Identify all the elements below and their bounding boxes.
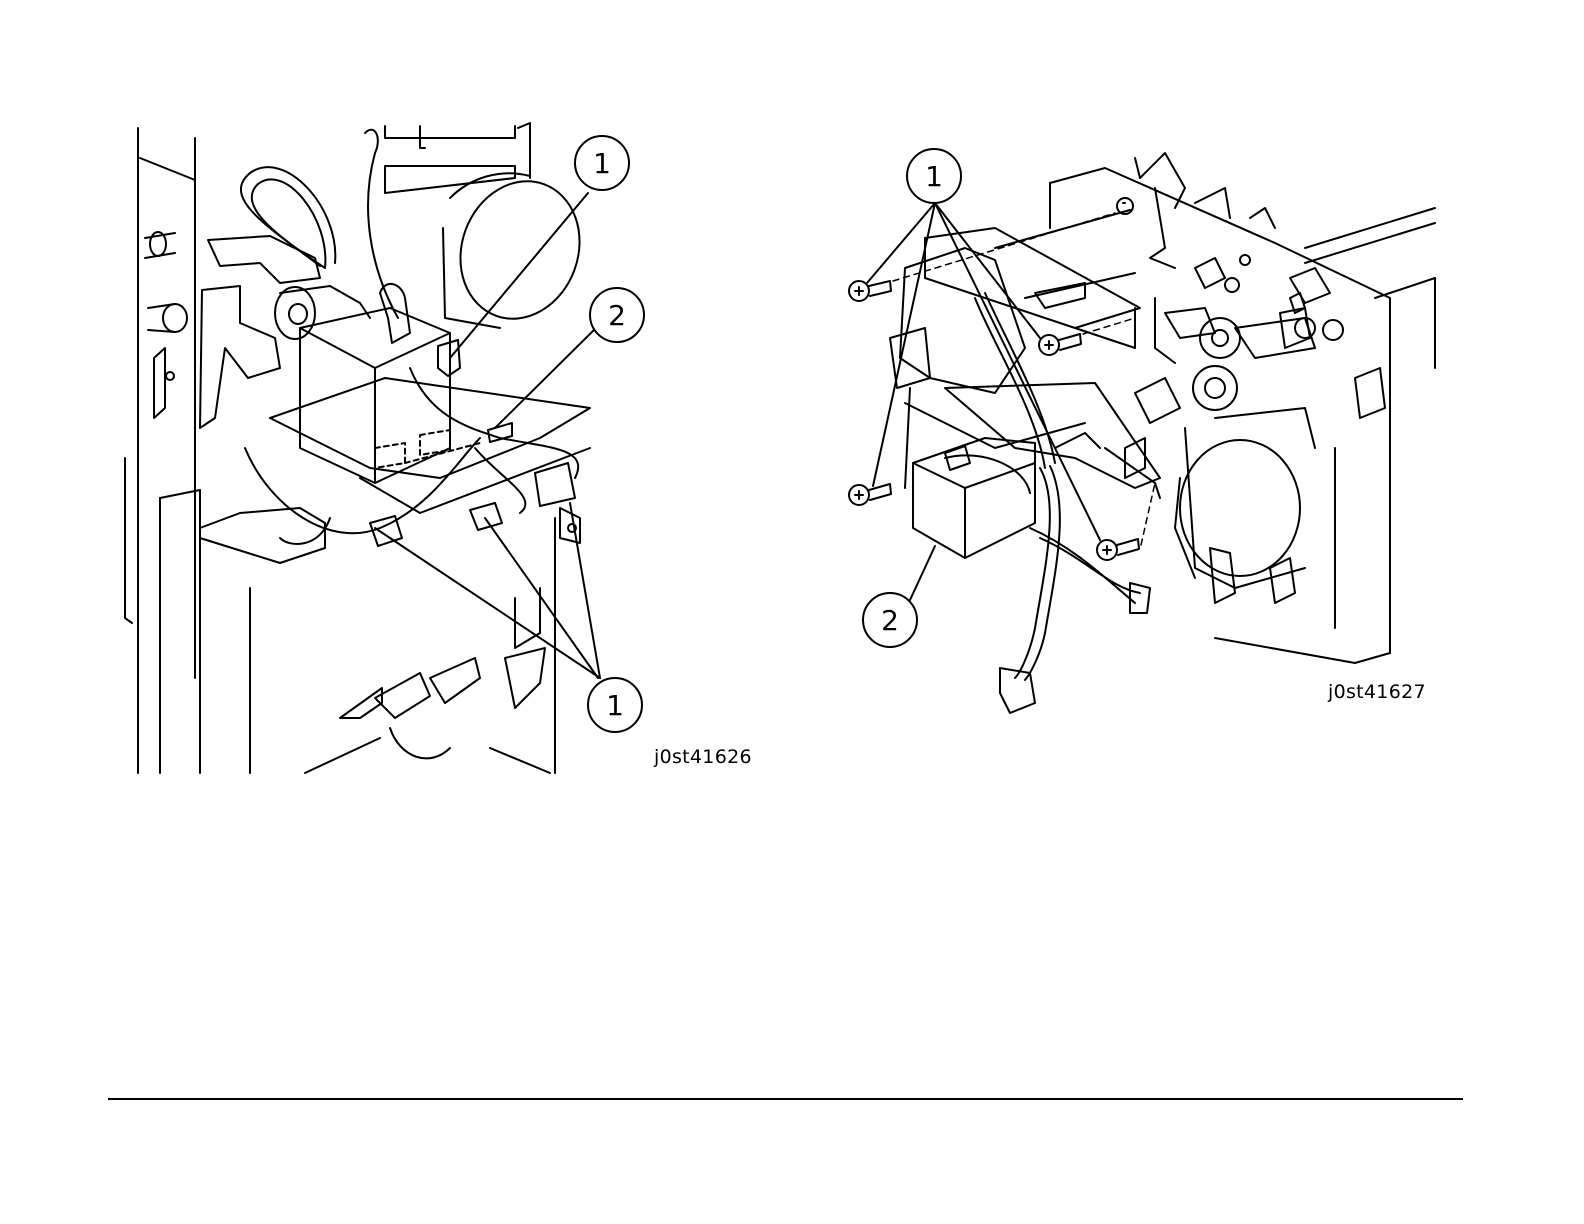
callout-label-1: 1 [925,160,943,193]
screw-bottom-right [1097,539,1139,560]
screw-bottom-left [849,484,891,505]
callout-label-2: 2 [608,299,626,332]
mechanical-line-drawing-left: 1 2 1 [120,118,780,788]
callout-label-1-bottom: 1 [606,689,624,722]
callout-label-1-top: 1 [593,147,611,180]
footer-divider [108,1098,1463,1100]
figure-j0st41627: 1 2 j0st41627 [835,148,1450,723]
figure-id-label: j0st41627 [1328,681,1426,703]
figure-j0st41626: 1 2 1 j0st41626 [120,118,780,788]
callout-label-2: 2 [881,604,899,637]
mechanical-line-drawing-right: 1 2 [835,148,1450,723]
figure-id-label: j0st41626 [654,746,752,768]
screw-top-left [849,281,891,301]
screw-top-right [1039,334,1081,355]
